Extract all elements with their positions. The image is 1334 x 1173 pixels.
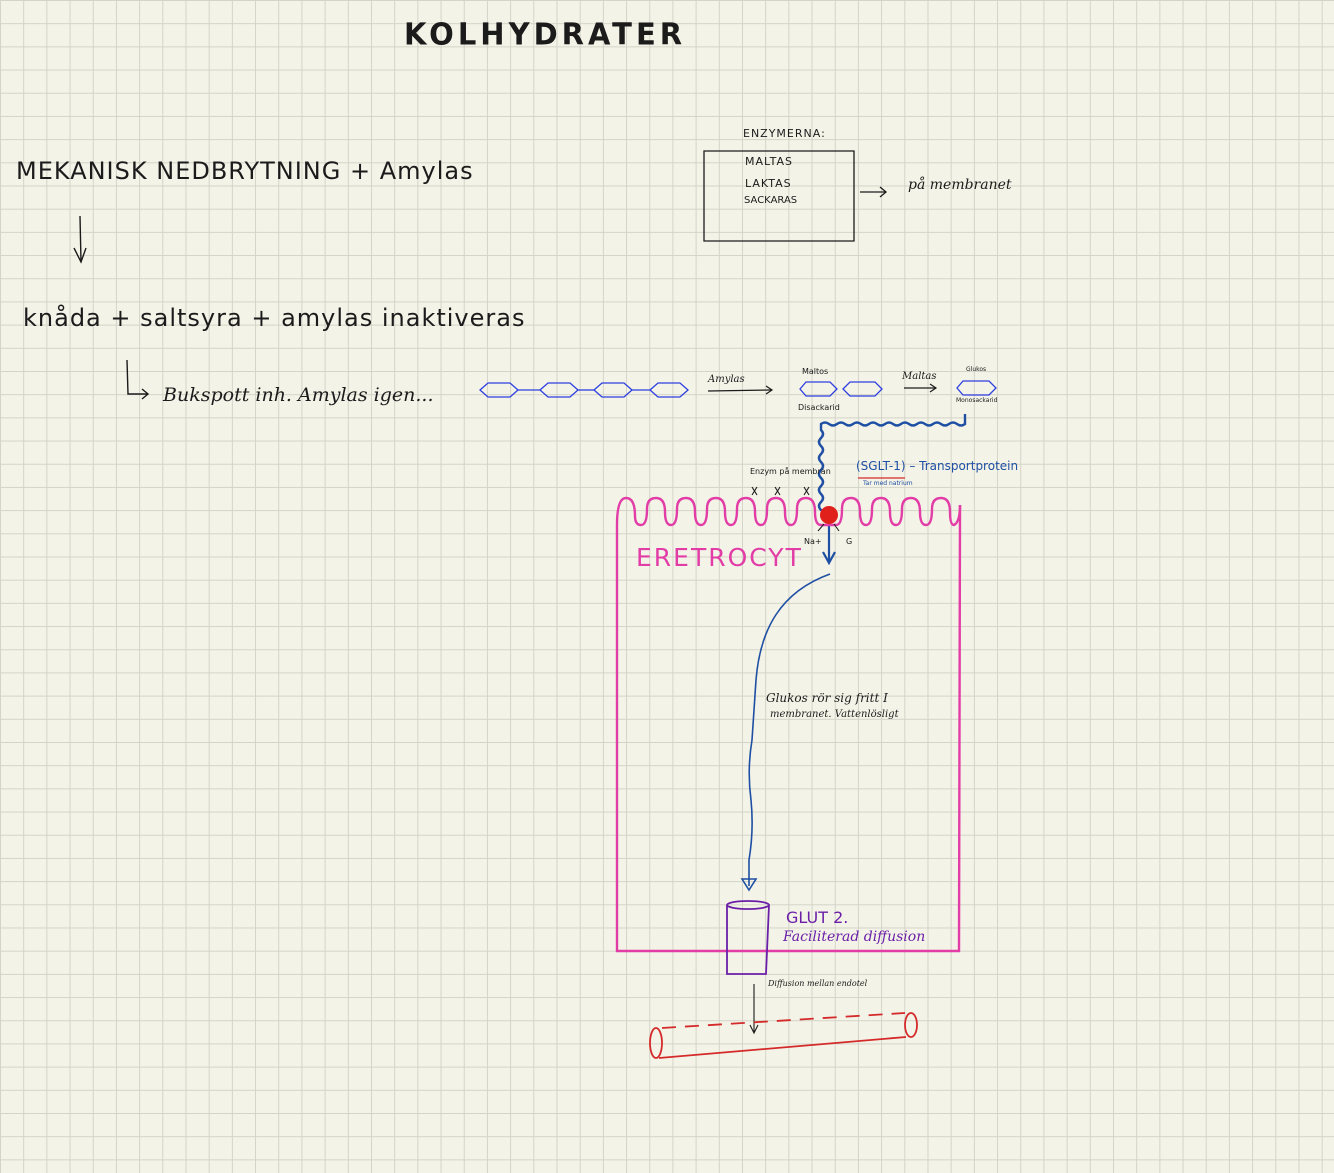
cell-name-label: ERETROCYT [636, 545, 803, 570]
monosackarid-label: Monosackarid [956, 398, 997, 404]
endothelial-diffusion-label: Diffusion mellan endotel [768, 980, 867, 988]
enzymes-location-text: på membranet [908, 178, 1012, 192]
mechanical-breakdown-text: MEKANISK NEDBRYTNING + Amylas [16, 159, 474, 183]
sodium-note: Tar med natrium [863, 481, 913, 487]
maltos-molecule [800, 382, 882, 396]
enzymes-heading: ENZYMERNA: [743, 128, 826, 139]
enzyme-arrow [860, 187, 886, 197]
glut2-label: GLUT 2. [786, 910, 848, 926]
entry-arrow [823, 520, 835, 563]
membrane-enzyme-label: Enzym på membran [750, 468, 831, 476]
pancreas-text: Bukspott inh. Amylas igen... [163, 386, 434, 405]
facilitated-diffusion-label: Faciliterad diffusion [783, 930, 925, 944]
glut2-transporter [727, 901, 769, 974]
stomach-text: knåda + saltsyra + amylas inaktiveras [23, 306, 525, 330]
maltos-label: Maltos [802, 368, 828, 376]
sglt1-transporter [820, 506, 838, 524]
disackarid-label: Disackarid [798, 404, 840, 412]
glucose-note-line2: membranet. Vattenlösligt [770, 710, 899, 720]
maltas-arrow [904, 384, 936, 392]
page-title: KOLHYDRATER [404, 19, 686, 49]
diffusion-arrow [750, 984, 758, 1033]
down-arrow [74, 216, 86, 262]
enzyme-item-laktas: LAKTAS [745, 178, 792, 189]
amylas-step-label: Amylas [708, 375, 745, 385]
enzyme-markers [752, 487, 809, 495]
glukos-label: Glukos [966, 367, 986, 373]
enzyme-item-maltas: MALTAS [745, 156, 793, 167]
enzyme-item-sackaras: SACKARAS [744, 196, 797, 206]
sglt1-label: (SGLT-1) – Transportprotein [856, 460, 1018, 472]
maltas-step-label: Maltas [902, 372, 937, 382]
hook-arrow [127, 360, 148, 399]
polysaccharide-chain [480, 383, 688, 397]
amylas-arrow [708, 386, 772, 394]
glukos-molecule [957, 381, 996, 395]
blood-vessel [650, 1013, 917, 1058]
g-label: G [846, 538, 852, 546]
na-label: Na+ [804, 538, 822, 546]
glucose-diffusion-curve [749, 574, 830, 886]
glucose-note-line1: Glukos rör sig fritt I [766, 692, 888, 704]
microvilli-membrane [617, 498, 960, 525]
